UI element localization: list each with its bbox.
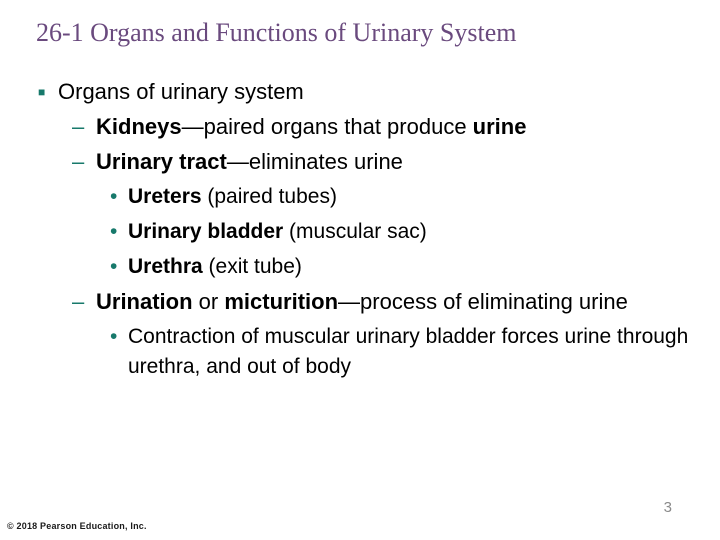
bullet-text: Contraction of muscular urinary bladder …: [128, 325, 689, 378]
bullet-text: Urination or micturition—process of elim…: [96, 289, 628, 314]
bullet-text: Ureters (paired tubes): [128, 185, 337, 208]
dash-bullet-icon: –: [72, 149, 85, 174]
bullet-text: Urinary bladder (muscular sac): [128, 220, 427, 243]
bullet-text: Organs of urinary system: [58, 79, 304, 104]
square-bullet-icon: ■: [38, 85, 46, 99]
page-number: 3: [663, 499, 672, 516]
bullet-item-urination: – Urination or micturition—process of el…: [72, 287, 692, 317]
bullet-list: ■ Organs of urinary system – Kidneys—pai…: [0, 77, 692, 387]
copyright-notice: © 2018 Pearson Education, Inc.: [7, 521, 147, 531]
bullet-text: Urinary tract—eliminates urine: [96, 149, 403, 174]
slide-title: 26-1 Organs and Functions of Urinary Sys…: [36, 18, 517, 47]
bullet-item-contraction: • Contraction of muscular urinary bladde…: [110, 322, 692, 382]
bullet-text: Kidneys—paired organs that produce urine: [96, 114, 527, 139]
dot-bullet-icon: •: [110, 325, 118, 348]
dash-bullet-icon: –: [72, 114, 85, 139]
bullet-item-ureters: • Ureters (paired tubes): [110, 182, 692, 212]
dash-bullet-icon: –: [72, 289, 85, 314]
bullet-item-organs: ■ Organs of urinary system: [38, 77, 692, 107]
dot-bullet-icon: •: [110, 220, 118, 243]
bullet-item-urethra: • Urethra (exit tube): [110, 252, 692, 282]
dot-bullet-icon: •: [110, 185, 118, 208]
bullet-text: Urethra (exit tube): [128, 255, 302, 278]
dot-bullet-icon: •: [110, 255, 118, 278]
bullet-item-urinary-bladder: • Urinary bladder (muscular sac): [110, 217, 692, 247]
bullet-item-kidneys: – Kidneys—paired organs that produce uri…: [72, 112, 692, 142]
bullet-item-urinary-tract: – Urinary tract—eliminates urine: [72, 147, 692, 177]
